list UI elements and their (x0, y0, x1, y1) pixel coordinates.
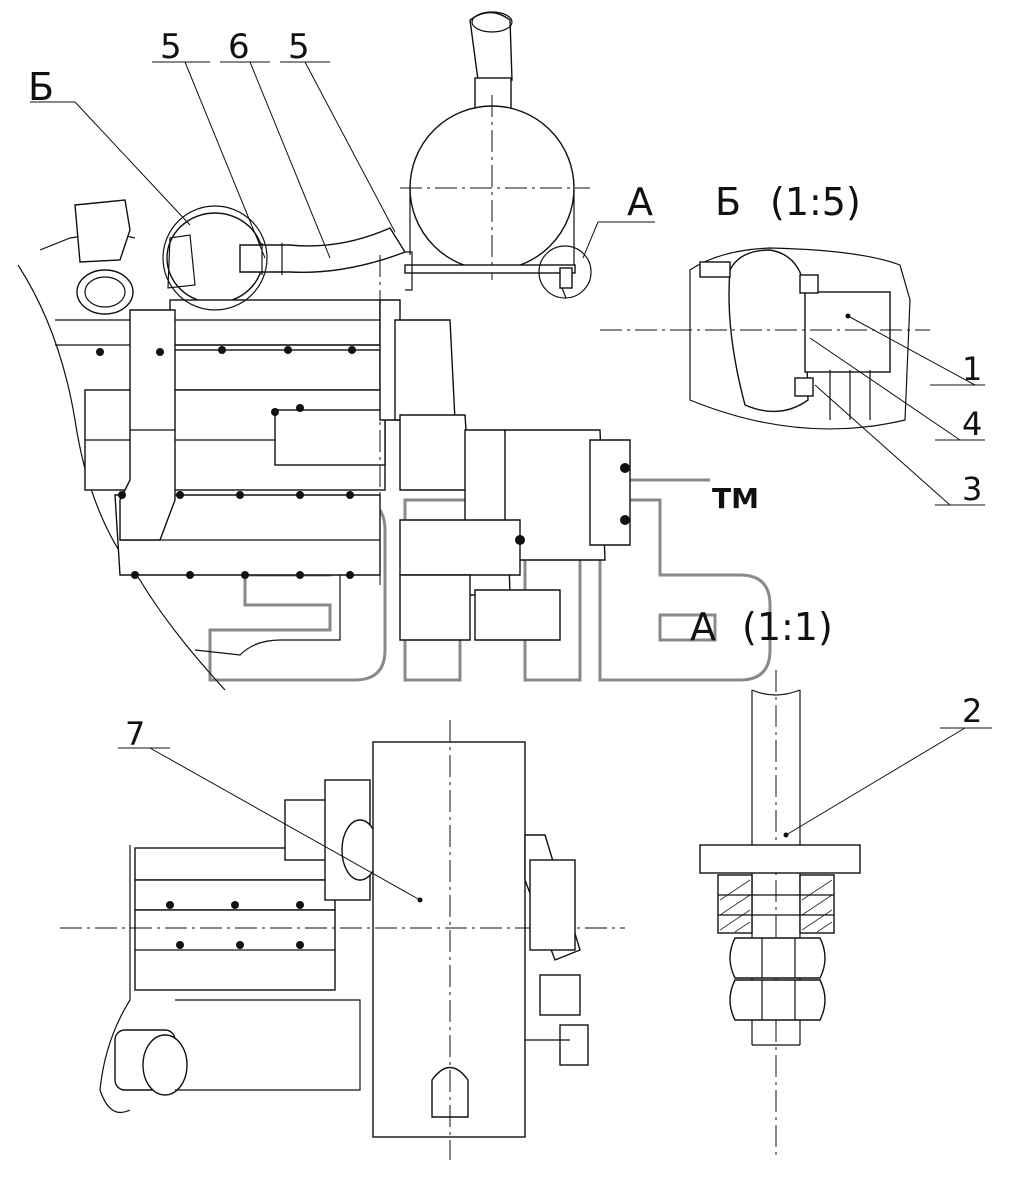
detail-b-view: Б (1:5) 1 4 3 (600, 180, 985, 508)
detail-b-title: Б (715, 180, 741, 224)
position-5-left: 5 (160, 27, 182, 67)
position-4: 4 (962, 405, 982, 443)
position-3: 3 (962, 470, 982, 508)
watermark-tm: TM (712, 482, 759, 515)
position-1: 1 (962, 350, 982, 388)
position-7: 7 (125, 715, 145, 753)
position-5-right: 5 (288, 27, 310, 67)
detail-a-scale: (1:1) (742, 605, 833, 649)
silencer (400, 11, 590, 299)
detail-a-title: А (690, 605, 716, 649)
detail-b-scale: (1:5) (770, 180, 861, 224)
callout-a-circle (538, 245, 592, 299)
callout-b-circle (162, 205, 268, 311)
callout-a-letter: А (627, 180, 653, 224)
detail-a-view: А (1:1) 2 (690, 605, 992, 1155)
position-6: 6 (228, 27, 250, 67)
plan-view: 7 (60, 715, 625, 1160)
position-2: 2 (962, 692, 982, 730)
